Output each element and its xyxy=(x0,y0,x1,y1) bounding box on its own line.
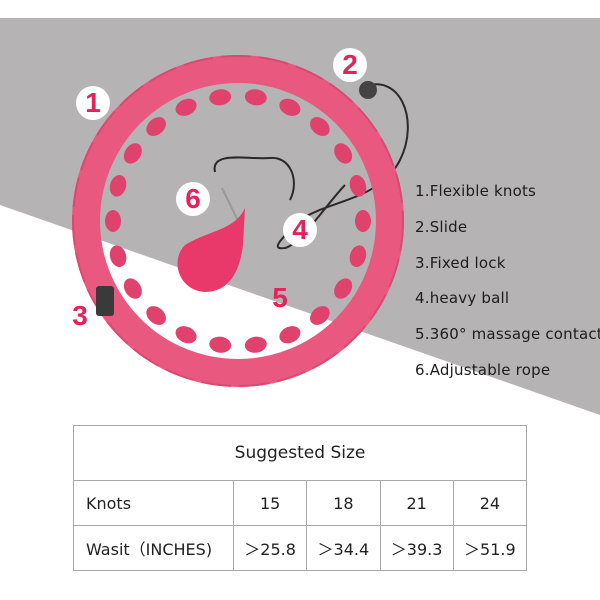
heavy-ball xyxy=(177,208,245,292)
massage-knot xyxy=(334,143,353,164)
massage-knot xyxy=(355,210,371,232)
rope-loop xyxy=(213,156,295,201)
massage-knot xyxy=(123,143,142,164)
callout-1: 1 xyxy=(76,86,110,120)
slide-icon xyxy=(359,81,377,99)
massage-knot xyxy=(123,278,142,299)
row-label: Wasit（INCHES) xyxy=(73,525,234,571)
feature-6: 6.Adjustable rope xyxy=(415,361,551,379)
feature-5: 5.360° massage contact xyxy=(415,325,600,343)
massage-knot xyxy=(175,98,197,116)
cell: 18 xyxy=(306,480,381,526)
cell: ＞25.8 xyxy=(232,525,308,571)
massage-knot xyxy=(279,98,301,116)
feature-3: 3.Fixed lock xyxy=(415,254,506,272)
feature-2: 2.Slide xyxy=(415,218,468,236)
massage-knot xyxy=(310,306,330,325)
massage-knot xyxy=(244,89,267,106)
cell: 15 xyxy=(232,480,308,526)
massage-knot xyxy=(175,326,197,344)
massage-knot xyxy=(279,326,301,344)
table-title: Suggested Size xyxy=(73,425,527,481)
hoop-ring xyxy=(72,55,404,387)
massage-knot xyxy=(334,278,353,299)
cell: ＞39.3 xyxy=(379,525,454,571)
massage-knots xyxy=(105,89,371,353)
feature-4: 4.heavy ball xyxy=(415,289,510,307)
massage-knot xyxy=(109,174,127,197)
callout-5: 5 xyxy=(272,282,288,313)
massage-knot xyxy=(244,336,267,353)
table-row: Knots 15 18 21 24 xyxy=(73,480,528,526)
cell: 21 xyxy=(379,480,454,526)
cell: ＞51.9 xyxy=(452,525,528,571)
cell: ＞34.4 xyxy=(306,525,381,571)
massage-knot xyxy=(146,306,166,325)
fixed-lock xyxy=(96,286,114,316)
cell: 24 xyxy=(452,480,528,526)
suggested-size-table: Suggested Size Knots 15 18 21 24 Wasit（I… xyxy=(73,425,528,571)
massage-knot xyxy=(209,89,232,106)
massage-knot xyxy=(105,210,121,232)
massage-knot xyxy=(146,117,166,136)
callout-2: 2 xyxy=(333,48,367,82)
massage-knot xyxy=(349,245,367,268)
massage-knot xyxy=(109,245,127,268)
table-row: Wasit（INCHES) ＞25.8 ＞34.4 ＞39.3 ＞51.9 xyxy=(73,525,528,571)
callout-3: 3 xyxy=(72,300,88,331)
callout-6: 6 xyxy=(176,182,210,216)
callout-4: 4 xyxy=(283,213,317,247)
massage-knot xyxy=(310,117,330,136)
hoop-segments xyxy=(72,55,404,387)
massage-knot xyxy=(209,336,232,353)
massage-knot xyxy=(349,174,367,197)
carabiner xyxy=(221,187,241,226)
feature-1: 1.Flexible knots xyxy=(415,182,537,200)
row-label: Knots xyxy=(73,480,234,526)
